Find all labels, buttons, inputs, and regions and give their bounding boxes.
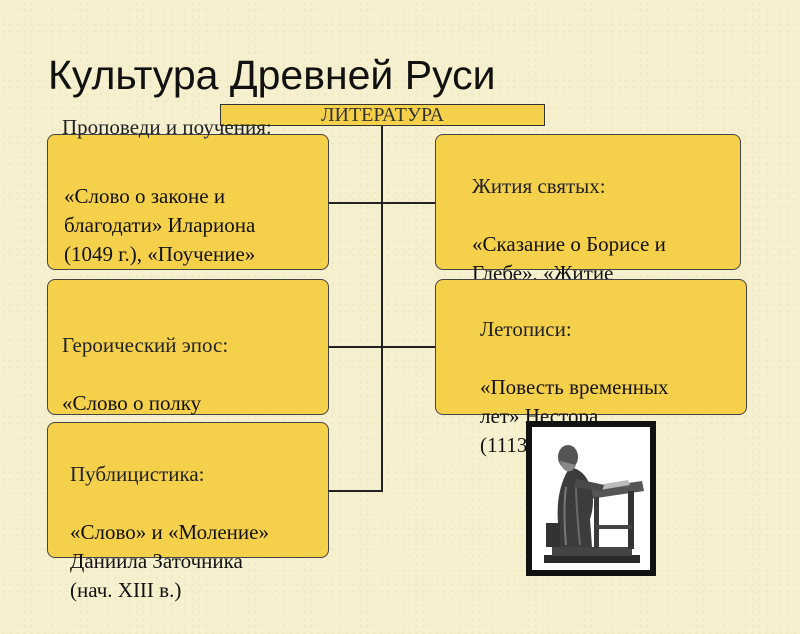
connector-sermons <box>329 202 435 204</box>
sermons-body: «Слово о законе и благодати» Илариона (1… <box>64 184 256 266</box>
statue-illustration <box>544 445 644 563</box>
hagiography-heading: Жития святых: <box>472 174 606 198</box>
literature-header: ЛИТЕРАТУРА <box>220 104 545 126</box>
epic-heading: Героический эпос: <box>62 333 229 357</box>
slide-title: Культура Древней Руси <box>48 52 496 98</box>
chronicles-body: «Повесть временных лет» Нестора (1113 г.… <box>480 375 669 457</box>
hagiography-box: Жития святых: «Сказание о Борисе и Глебе… <box>435 134 741 314</box>
sermons-heading: Проповеди и поучения: <box>62 115 272 139</box>
chronicles-box: Летописи: «Повесть временных лет» Нестор… <box>435 279 747 457</box>
publicism-body: «Слово» и «Моление» Даниила Заточника (н… <box>70 520 269 602</box>
publicism-box: Публицистика: «Слово» и «Моление» Даниил… <box>47 422 329 602</box>
chronicles-heading: Летописи: <box>480 317 572 341</box>
sermons-box: «Слово о законе и благодати» Илариона (1… <box>47 134 329 270</box>
monk-writer-statue-icon <box>526 421 656 576</box>
connector-epic <box>329 346 435 348</box>
connector-publicism <box>329 490 383 492</box>
publicism-heading: Публицистика: <box>70 462 205 486</box>
epic-box: Героический эпос: «Слово о полку Игореве… <box>47 279 329 444</box>
connector-trunk <box>381 126 383 492</box>
